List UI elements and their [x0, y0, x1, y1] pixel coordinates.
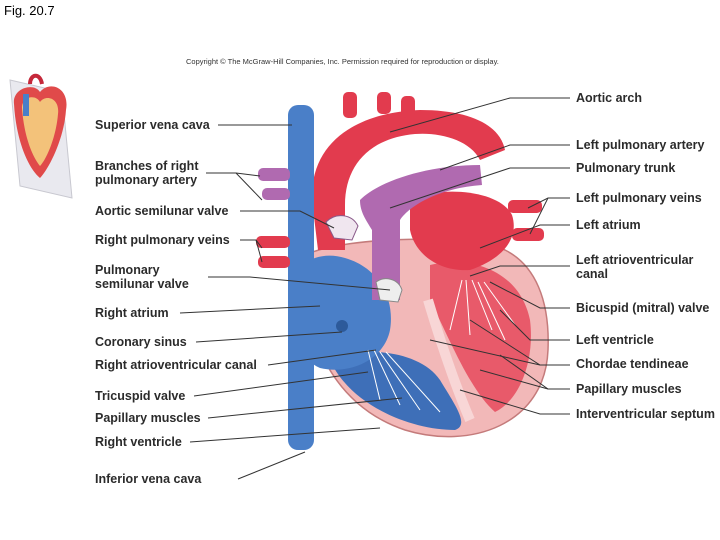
arch-branch-3: [401, 96, 415, 118]
left-pulmonary-vein-2: [512, 228, 544, 241]
label-right-ventricle: Right ventricle: [95, 435, 182, 449]
label-right-atrioventricular-canal: Right atrioventricular canal: [95, 358, 257, 372]
label-aortic-semilunar-valve: Aortic semilunar valve: [95, 204, 229, 218]
label-branches-right-pulmonary-artery: Branches of right pulmonary artery: [95, 159, 199, 187]
label-pulmonary-semilunar-valve: Pulmonary semilunar valve: [95, 263, 189, 291]
pulmonary-trunk: [360, 165, 482, 300]
label-left-atrioventricular-canal: Left atrioventricular canal: [576, 253, 694, 281]
leader-lines-right: [389, 97, 570, 415]
label-right-pulmonary-veins: Right pulmonary veins: [95, 233, 230, 247]
copyright-notice: Copyright © The McGraw-Hill Companies, I…: [186, 57, 499, 66]
label-left-pulmonary-artery: Left pulmonary artery: [576, 138, 705, 152]
label-left-pulmonary-veins: Left pulmonary veins: [576, 191, 702, 205]
label-inferior-vena-cava: Inferior vena cava: [95, 472, 202, 486]
label-tricuspid-valve: Tricuspid valve: [95, 389, 186, 403]
chordae-tendineae-left: [449, 279, 516, 341]
left-pulmonary-vein-1: [508, 200, 542, 213]
coronary-sinus: [336, 320, 348, 332]
label-bicuspid-mitral-valve: Bicuspid (mitral) valve: [576, 301, 710, 315]
label-coronary-sinus: Coronary sinus: [95, 335, 187, 349]
label-superior-vena-cava: Superior vena cava: [95, 118, 210, 132]
aortic-arch: [311, 110, 505, 250]
thumbnail-heart-icon: [9, 73, 73, 199]
figure-label: Fig. 20.7: [4, 3, 55, 18]
vena-cava: [288, 105, 314, 450]
label-right-atrium: Right atrium: [95, 306, 169, 320]
right-pulmonary-vein-2: [258, 256, 290, 268]
aortic-semilunar-valve: [325, 215, 359, 241]
right-ventricle: [330, 351, 462, 430]
label-aortic-arch: Aortic arch: [576, 91, 642, 105]
label-left-atrium: Left atrium: [576, 218, 641, 232]
leader-lines-left: [179, 124, 403, 480]
chordae-tendineae-right: [367, 349, 441, 413]
label-pulmonary-trunk: Pulmonary trunk: [576, 161, 676, 175]
left-ventricle: [430, 262, 531, 412]
right-pulmonary-artery-branch-1: [258, 168, 290, 181]
interventricular-septum: [423, 298, 475, 422]
right-pulmonary-artery-branch-2: [262, 188, 290, 200]
label-papillary-muscles-right: Papillary muscles: [576, 382, 682, 396]
label-left-ventricle: Left ventricle: [576, 333, 654, 347]
label-papillary-muscles-left: Papillary muscles: [95, 411, 201, 425]
right-atrium: [291, 255, 391, 370]
label-interventricular-septum: Interventricular septum: [576, 407, 715, 421]
arch-branch-1: [343, 92, 357, 118]
right-pulmonary-vein-1: [256, 236, 290, 248]
arch-branch-2: [377, 92, 391, 114]
label-chordae-tendineae: Chordae tendineae: [576, 357, 689, 371]
left-atrium: [410, 191, 514, 271]
